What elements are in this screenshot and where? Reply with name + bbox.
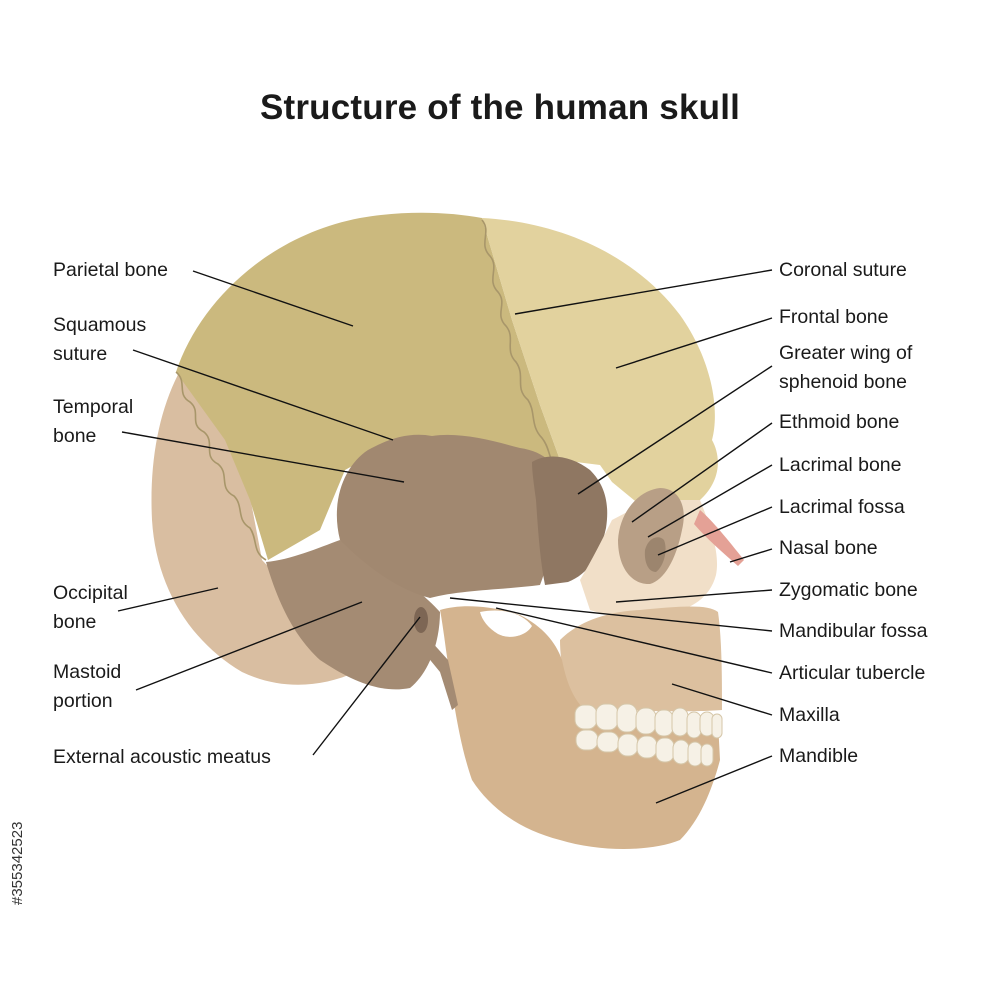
label-greater-wing-sphenoid: Greater wing of sphenoid bone (779, 339, 912, 397)
label-temporal-bone-line1: Temporal (53, 396, 134, 418)
leader-acoustic (312, 616, 421, 756)
leader-parietal (192, 270, 354, 327)
label-external-acoustic-meatus: External acoustic meatus (53, 746, 271, 768)
label-zygomatic-bone: Zygomatic bone (779, 579, 918, 601)
leader-sphenoid (577, 365, 773, 495)
label-frontal-bone: Frontal bone (779, 306, 889, 328)
leader-lacrimal-fossa (657, 506, 773, 556)
leader-temporal (121, 431, 405, 483)
label-lacrimal-fossa: Lacrimal fossa (779, 496, 905, 518)
leader-mastoid (135, 601, 363, 691)
label-mandibular-fossa: Mandibular fossa (779, 620, 928, 642)
temporal-squama-shape (336, 434, 561, 598)
page-title: Structure of the human skull (259, 88, 741, 127)
mandibular-notch (480, 610, 532, 637)
label-mandible: Mandible (779, 745, 859, 767)
label-articular-tubercle: Articular tubercle (779, 662, 926, 684)
label-occipital-bone-line2: bone (53, 611, 97, 633)
label-coronal-suture: Coronal suture (779, 259, 907, 281)
occipital-bone-shape (151, 328, 356, 685)
teeth (574, 703, 723, 767)
leader-occipital (117, 587, 219, 612)
label-greater-wing-line1: Greater wing of (779, 342, 913, 364)
stock-id: #355342523 (9, 822, 26, 905)
label-mastoid-portion-line1: Mastoid (53, 661, 122, 683)
stock-id-text: #355342523 (9, 822, 26, 905)
maxilla-shape (560, 606, 722, 712)
leader-mandibular-fossa (449, 597, 773, 632)
parietal-bone-shape (176, 212, 560, 560)
label-squamous-suture-line2: suture (53, 343, 108, 365)
lacrimal-fossa-shape (644, 537, 666, 572)
leader-frontal (615, 317, 773, 369)
label-mastoid-portion: Mastoid portion (53, 658, 121, 716)
label-greater-wing-line2: sphenoid bone (779, 371, 907, 393)
lambdoid-suture-line (175, 371, 267, 561)
coronal-suture-line (481, 219, 557, 467)
leader-coronal (514, 269, 773, 315)
label-squamous-suture: Squamous suture (53, 311, 146, 369)
leader-squamous (132, 349, 394, 441)
label-nasal-bone: Nasal bone (779, 537, 878, 559)
leader-mandible (655, 755, 773, 804)
leader-maxilla (671, 683, 773, 716)
frontal-bone-shape (482, 218, 718, 512)
leader-articular (495, 607, 773, 674)
label-mastoid-portion-line2: portion (53, 690, 113, 712)
sphenoid-wing-shape (532, 456, 608, 585)
leader-lines (117, 269, 773, 804)
label-parietal-bone: Parietal bone (53, 259, 168, 281)
nasal-bone-shape (694, 510, 744, 566)
label-temporal-bone-line2: bone (53, 425, 97, 447)
styloid-process (422, 640, 458, 710)
acoustic-meatus-hole (414, 607, 428, 633)
leader-lacrimal (647, 464, 773, 538)
label-occipital-bone: Occipital bone (53, 579, 128, 637)
label-temporal-bone: Temporal bone (53, 393, 133, 451)
label-lacrimal-bone: Lacrimal bone (779, 454, 902, 476)
label-occipital-bone-line1: Occipital (53, 582, 128, 604)
label-maxilla: Maxilla (779, 704, 840, 726)
leader-zygomatic (615, 589, 773, 603)
leader-ethmoid (631, 422, 773, 523)
label-ethmoid-bone: Ethmoid bone (779, 411, 900, 433)
label-squamous-suture-line1: Squamous (53, 314, 147, 336)
leader-nasal (729, 548, 773, 563)
